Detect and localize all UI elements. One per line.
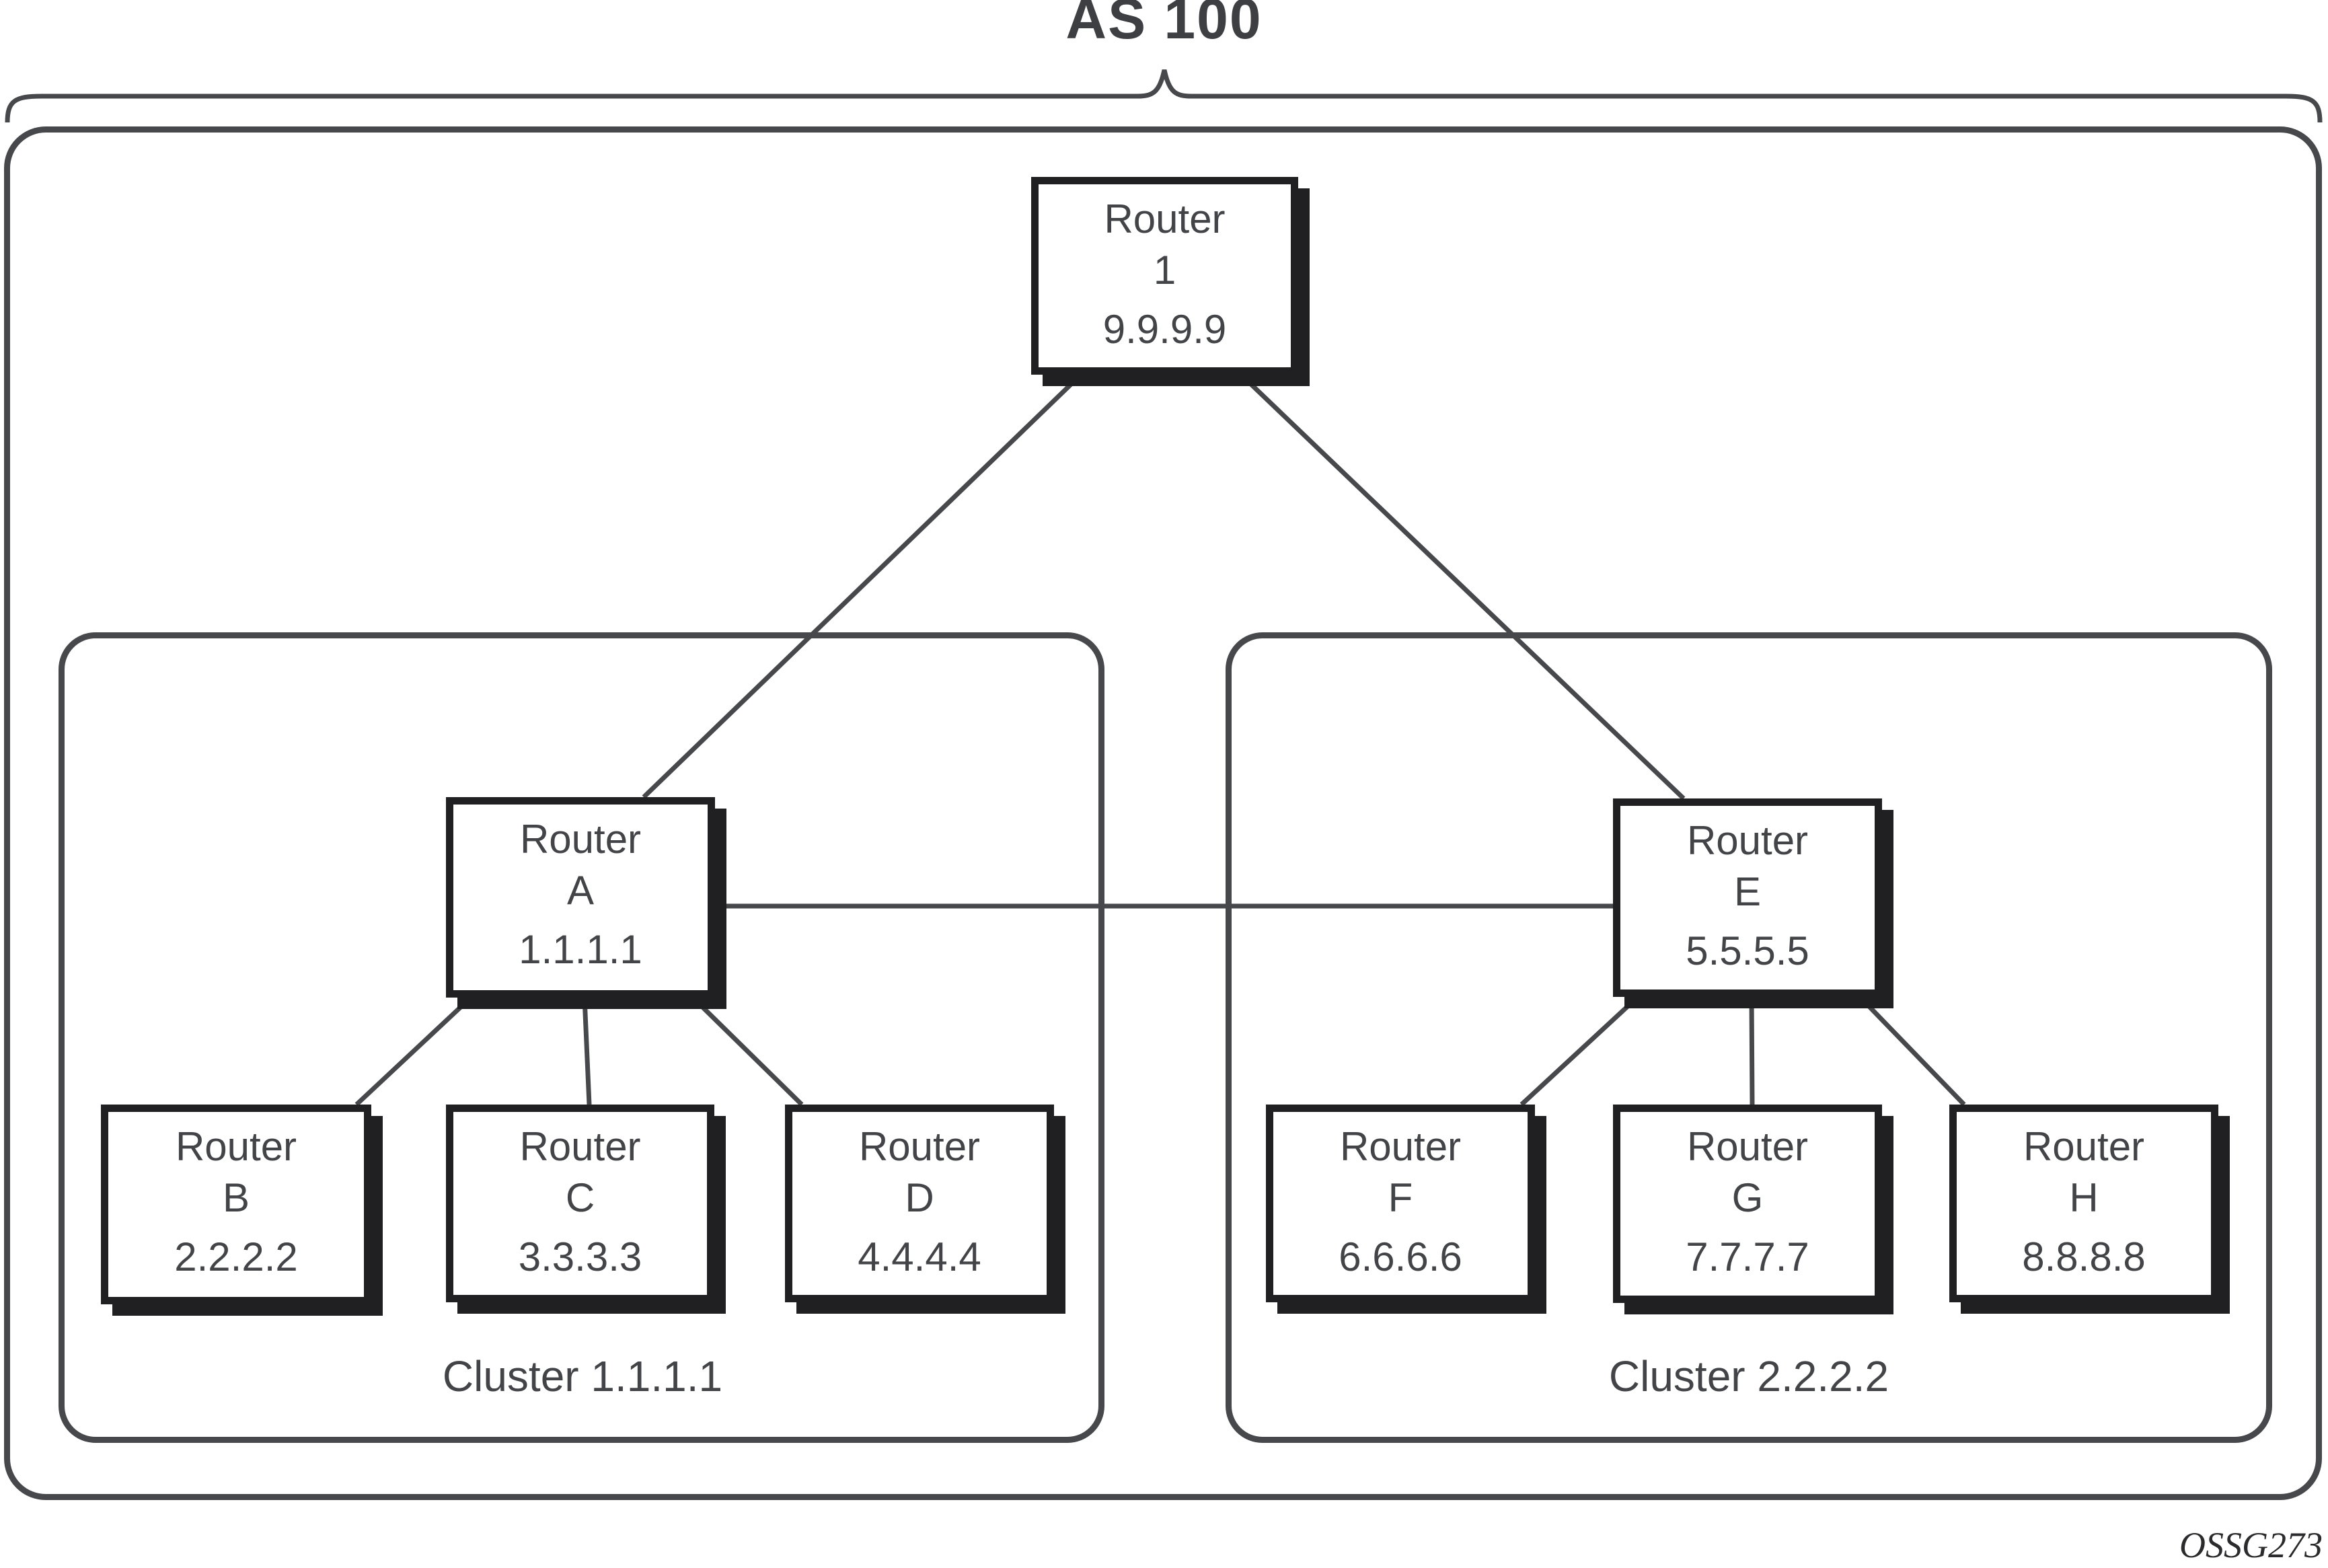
router-ip: 1.1.1.1 <box>519 927 642 972</box>
router-b-node: Router B 2.2.2.2 <box>101 1105 371 1304</box>
router-type-label: Router <box>519 1124 641 1169</box>
cluster-2-frame <box>1226 632 2272 1443</box>
router-name: B <box>222 1175 250 1220</box>
router-type-label: Router <box>1686 818 1809 863</box>
router-name: 1 <box>1153 248 1176 293</box>
router-name: C <box>565 1175 595 1220</box>
router-type-label: Router <box>175 1124 297 1169</box>
router-f-node: Router F 6.6.6.6 <box>1266 1105 1535 1302</box>
as-title: AS 100 <box>1065 0 1263 50</box>
figure-code: OSSG273 <box>2179 1525 2323 1565</box>
router-ip: 7.7.7.7 <box>1686 1234 1809 1279</box>
link-routerE-routerH <box>1858 995 1966 1107</box>
router-g-node: Router G 7.7.7.7 <box>1613 1105 1882 1303</box>
router-ip: 5.5.5.5 <box>1686 928 1809 973</box>
router-ip: 2.2.2.2 <box>174 1234 298 1279</box>
router-type-label: Router <box>1339 1124 1462 1169</box>
router-name: H <box>2069 1175 2099 1220</box>
router-ip: 3.3.3.3 <box>518 1234 642 1279</box>
router-h-node: Router H 8.8.8.8 <box>1949 1105 2218 1302</box>
router-a-node: Router A 1.1.1.1 <box>446 797 715 998</box>
as-brace-icon <box>5 69 2323 123</box>
router-name: A <box>566 868 595 913</box>
router-name: G <box>1731 1175 1764 1220</box>
router-type-label: Router <box>2023 1124 2145 1169</box>
router-name: E <box>1733 869 1762 914</box>
router-type-label: Router <box>858 1124 981 1169</box>
router-ip: 9.9.9.9 <box>1102 307 1227 352</box>
router-type-label: Router <box>1686 1124 1809 1169</box>
link-routerE-routerF <box>1519 995 1640 1107</box>
cluster-2-label: Cluster 2.2.2.2 <box>1608 1352 1889 1401</box>
cluster-1-label: Cluster 1.1.1.1 <box>442 1352 723 1401</box>
link-routerA-routerB <box>354 996 473 1107</box>
router-name: F <box>1388 1175 1413 1220</box>
router-ip: 4.4.4.4 <box>858 1234 981 1279</box>
link-routerA-routerC <box>582 997 592 1105</box>
router-e-node: Router E 5.5.5.5 <box>1613 798 1882 997</box>
router-ip: 8.8.8.8 <box>2022 1234 2146 1279</box>
router-d-node: Router D 4.4.4.4 <box>785 1105 1054 1302</box>
router-type-label: Router <box>1104 196 1226 241</box>
link-routerA-routerD <box>691 996 804 1107</box>
router-ip: 6.6.6.6 <box>1339 1234 1462 1279</box>
router-type-label: Router <box>519 817 642 862</box>
router-c-node: Router C 3.3.3.3 <box>446 1105 714 1302</box>
router-1-node: Router 1 9.9.9.9 <box>1031 177 1298 375</box>
link-router1-routerE <box>1239 373 1686 800</box>
cluster-1-frame <box>59 632 1104 1443</box>
as-boundary-frame <box>4 126 2322 1500</box>
router-name: D <box>905 1175 934 1220</box>
link-router1-routerA <box>642 373 1083 799</box>
